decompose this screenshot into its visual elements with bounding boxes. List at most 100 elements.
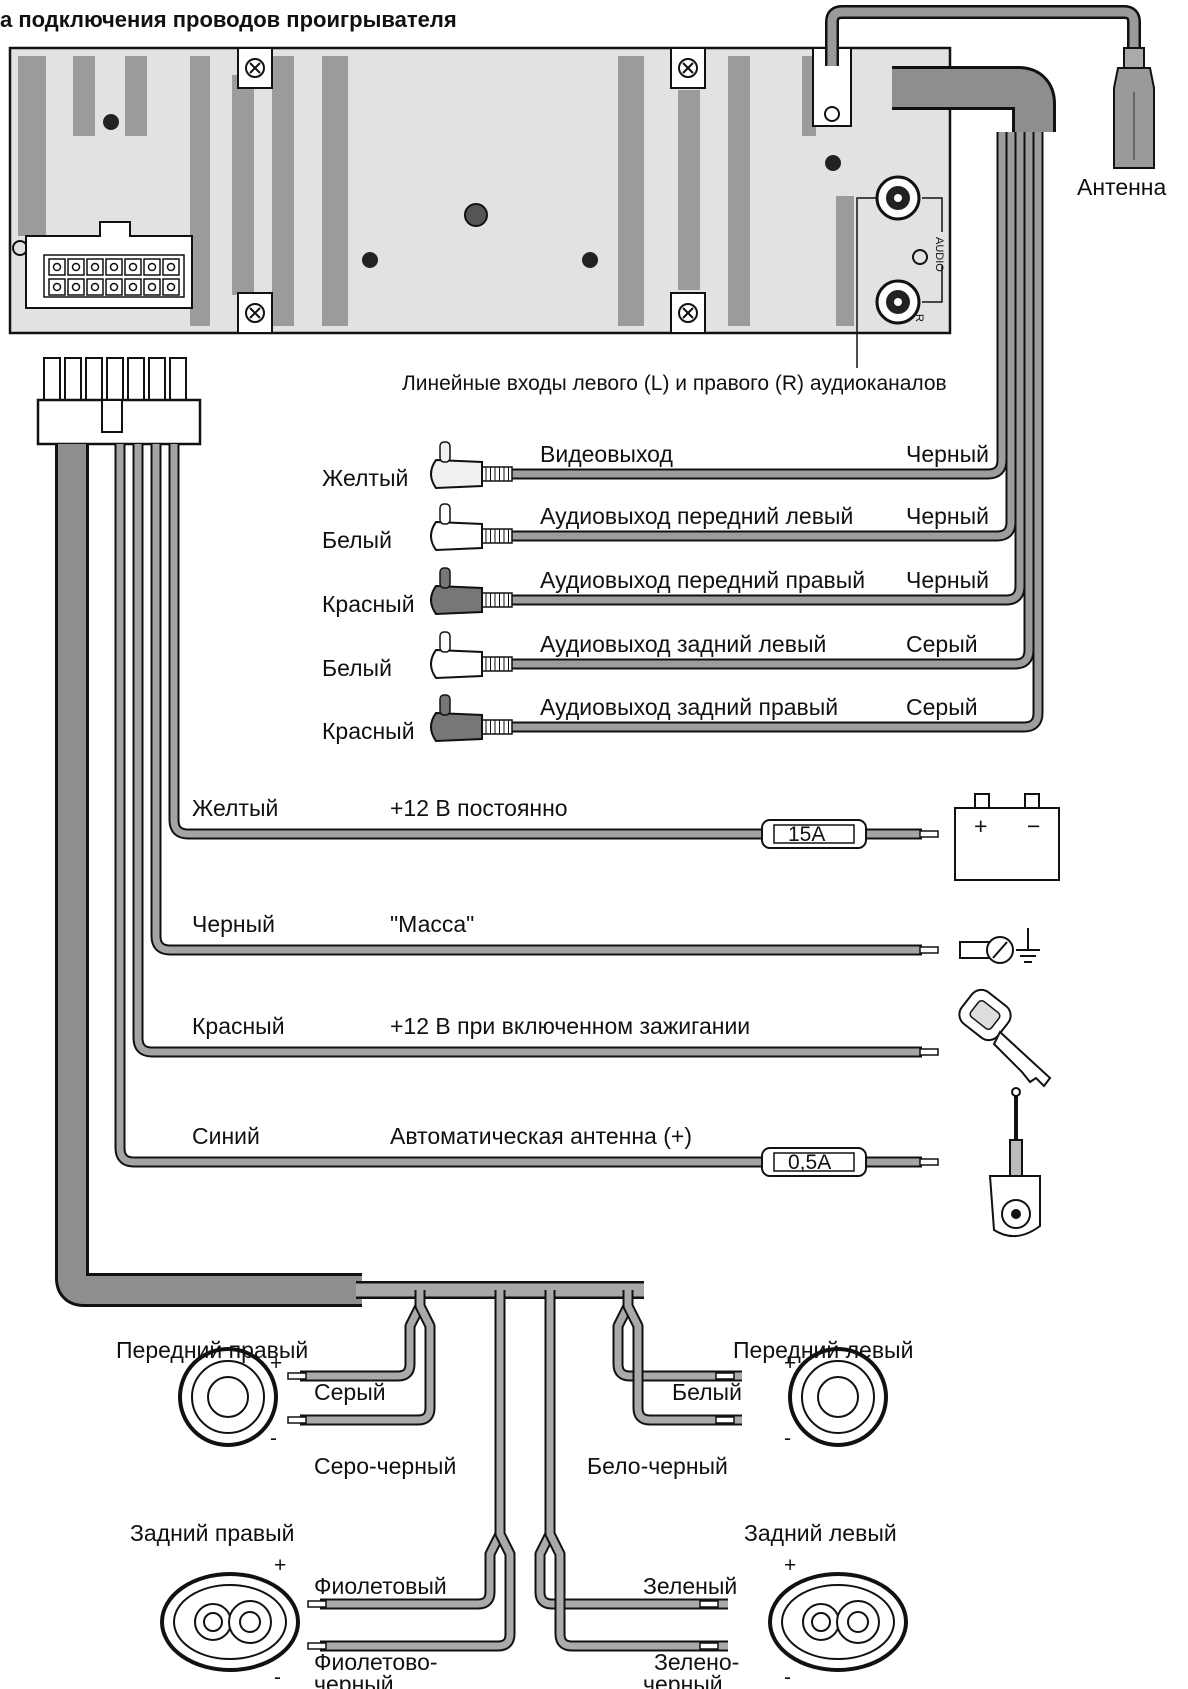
rca-wire-color-label: Черный	[906, 503, 989, 529]
rca-plug-color-label: Белый	[322, 655, 392, 681]
speaker-wire-plus	[536, 1290, 728, 1608]
r-mark: R	[913, 314, 925, 322]
wire-terminal	[699, 1642, 719, 1650]
speaker-wire-plus	[320, 1290, 504, 1608]
power-wire-row: Черный "Масса"	[150, 444, 939, 956]
rca-plug-tip	[439, 567, 451, 589]
rear-right-speaker-title: Задний правый	[130, 1520, 295, 1546]
wire-terminal	[287, 1372, 307, 1380]
rca-cable-bundle	[892, 66, 1056, 132]
wire-terminal	[715, 1372, 735, 1380]
speaker-plus-sign: +	[274, 1554, 286, 1577]
rear-right-minus-wire-label-line1: Фиолетово-	[314, 1649, 438, 1675]
power-wire-color-label: Черный	[192, 911, 275, 937]
power-wire-color-label: Красный	[192, 1013, 285, 1039]
front-right-speaker-title: Передний правый	[116, 1337, 308, 1363]
rca-output-row: Белый Аудиовыход передний левый Черный	[322, 132, 1017, 553]
wire-terminal	[919, 946, 939, 954]
rca-plug-tip	[439, 631, 451, 653]
speaker-wire-minus	[300, 1290, 434, 1424]
speaker-wire-minus	[624, 1290, 742, 1424]
rear-left-speaker-title: Задний левый	[744, 1520, 897, 1546]
harness-pin	[127, 357, 145, 403]
auto-antenna-icon	[988, 1087, 1041, 1237]
harness-pin	[106, 357, 124, 403]
harness-pin	[148, 357, 166, 403]
speaker-plus-sign: +	[270, 1352, 282, 1375]
wire-terminal	[919, 1158, 939, 1166]
rca-output-wire	[508, 132, 1006, 478]
rca-output-wire	[508, 132, 1033, 668]
power-wire-row: Красный +12 В при включенном зажигании	[132, 444, 939, 1058]
speaker-plus-sign: +	[784, 1352, 796, 1375]
head-unit-rear-panel: AUDIO R	[8, 46, 952, 368]
wire-terminal	[307, 1600, 327, 1608]
front-right-speaker	[178, 1347, 278, 1447]
rear-right-minus-wire-label-line2: черный	[314, 1671, 394, 1689]
rear-left-minus-wire-label-line2: черный	[643, 1671, 723, 1689]
speaker-plus-sign: +	[784, 1554, 796, 1577]
rca-output-wire	[508, 132, 1042, 731]
antenna-cable	[825, 5, 1155, 169]
rca-plug	[430, 458, 483, 490]
ground-icon	[959, 928, 1040, 964]
power-wire-function-label: Автоматическая антенна (+)	[390, 1123, 692, 1149]
antenna-label: Антенна	[1077, 174, 1167, 200]
front-left-speaker	[788, 1347, 888, 1447]
rca-function-label: Видеовыход	[540, 441, 673, 467]
power-wire-function-label: +12 В постоянно	[390, 795, 568, 821]
speaker-wire-plus	[300, 1290, 424, 1380]
rca-plug-color-label: Белый	[322, 527, 392, 553]
power-wire-function-label: "Масса"	[390, 911, 474, 937]
rca-plug	[430, 520, 483, 552]
rca-function-label: Аудиовыход задний левый	[540, 631, 826, 657]
rca-function-label: Аудиовыход передний левый	[540, 503, 853, 529]
harness-pin	[169, 357, 187, 403]
battery-plus-sign: +	[974, 813, 987, 839]
rca-plug-color-label: Красный	[322, 591, 415, 617]
power-wire	[170, 444, 922, 838]
wire-terminal	[919, 830, 939, 838]
power-wire	[116, 444, 922, 1166]
speaker-minus-sign: -	[270, 1427, 277, 1450]
harness-pin	[43, 357, 61, 403]
speaker-wire-minus	[546, 1290, 728, 1650]
wire-terminal	[699, 1600, 719, 1608]
rca-function-label: Аудиовыход задний правый	[540, 694, 838, 720]
iso-connector-pins	[48, 258, 180, 296]
harness-pin	[64, 357, 82, 403]
rca-plug-tip	[439, 694, 451, 716]
front-right-minus-wire-label: Серо-черный	[314, 1453, 456, 1479]
rca-output-wire	[508, 132, 1024, 604]
fuse-rating: 15A	[788, 823, 825, 846]
rca-input-jack-r	[875, 279, 921, 325]
speaker-wire-minus	[320, 1290, 514, 1650]
audio-mark: AUDIO	[933, 237, 945, 272]
rca-output-wire	[508, 132, 1015, 540]
iso-harness-connector	[36, 357, 202, 446]
line-inputs-label: Линейные входы левого (L) и правого (R) …	[402, 372, 947, 395]
front-left-plus-wire-label: Белый	[672, 1379, 742, 1405]
power-wire-function-label: +12 В при включенном зажигании	[390, 1013, 750, 1039]
speaker-minus-sign: -	[784, 1666, 791, 1689]
rear-left-speaker	[768, 1572, 908, 1672]
harness-pin	[85, 357, 103, 403]
speaker-minus-sign: -	[784, 1427, 791, 1450]
rca-wire-color-label: Черный	[906, 441, 989, 467]
front-left-speaker-title: Передний левый	[733, 1337, 913, 1363]
rear-right-plus-wire-label: Фиолетовый	[314, 1573, 447, 1599]
speaker-wire-plus	[614, 1290, 742, 1380]
wire-terminal	[715, 1416, 735, 1424]
battery-icon: +−	[954, 793, 1060, 881]
rca-function-label: Аудиовыход передний правый	[540, 567, 865, 593]
rca-plug-color-label: Красный	[322, 718, 415, 744]
rca-wire-color-label: Черный	[906, 567, 989, 593]
rear-left-minus-wire-label-line1: Зелено-	[654, 1649, 739, 1675]
wire-terminal	[287, 1416, 307, 1424]
